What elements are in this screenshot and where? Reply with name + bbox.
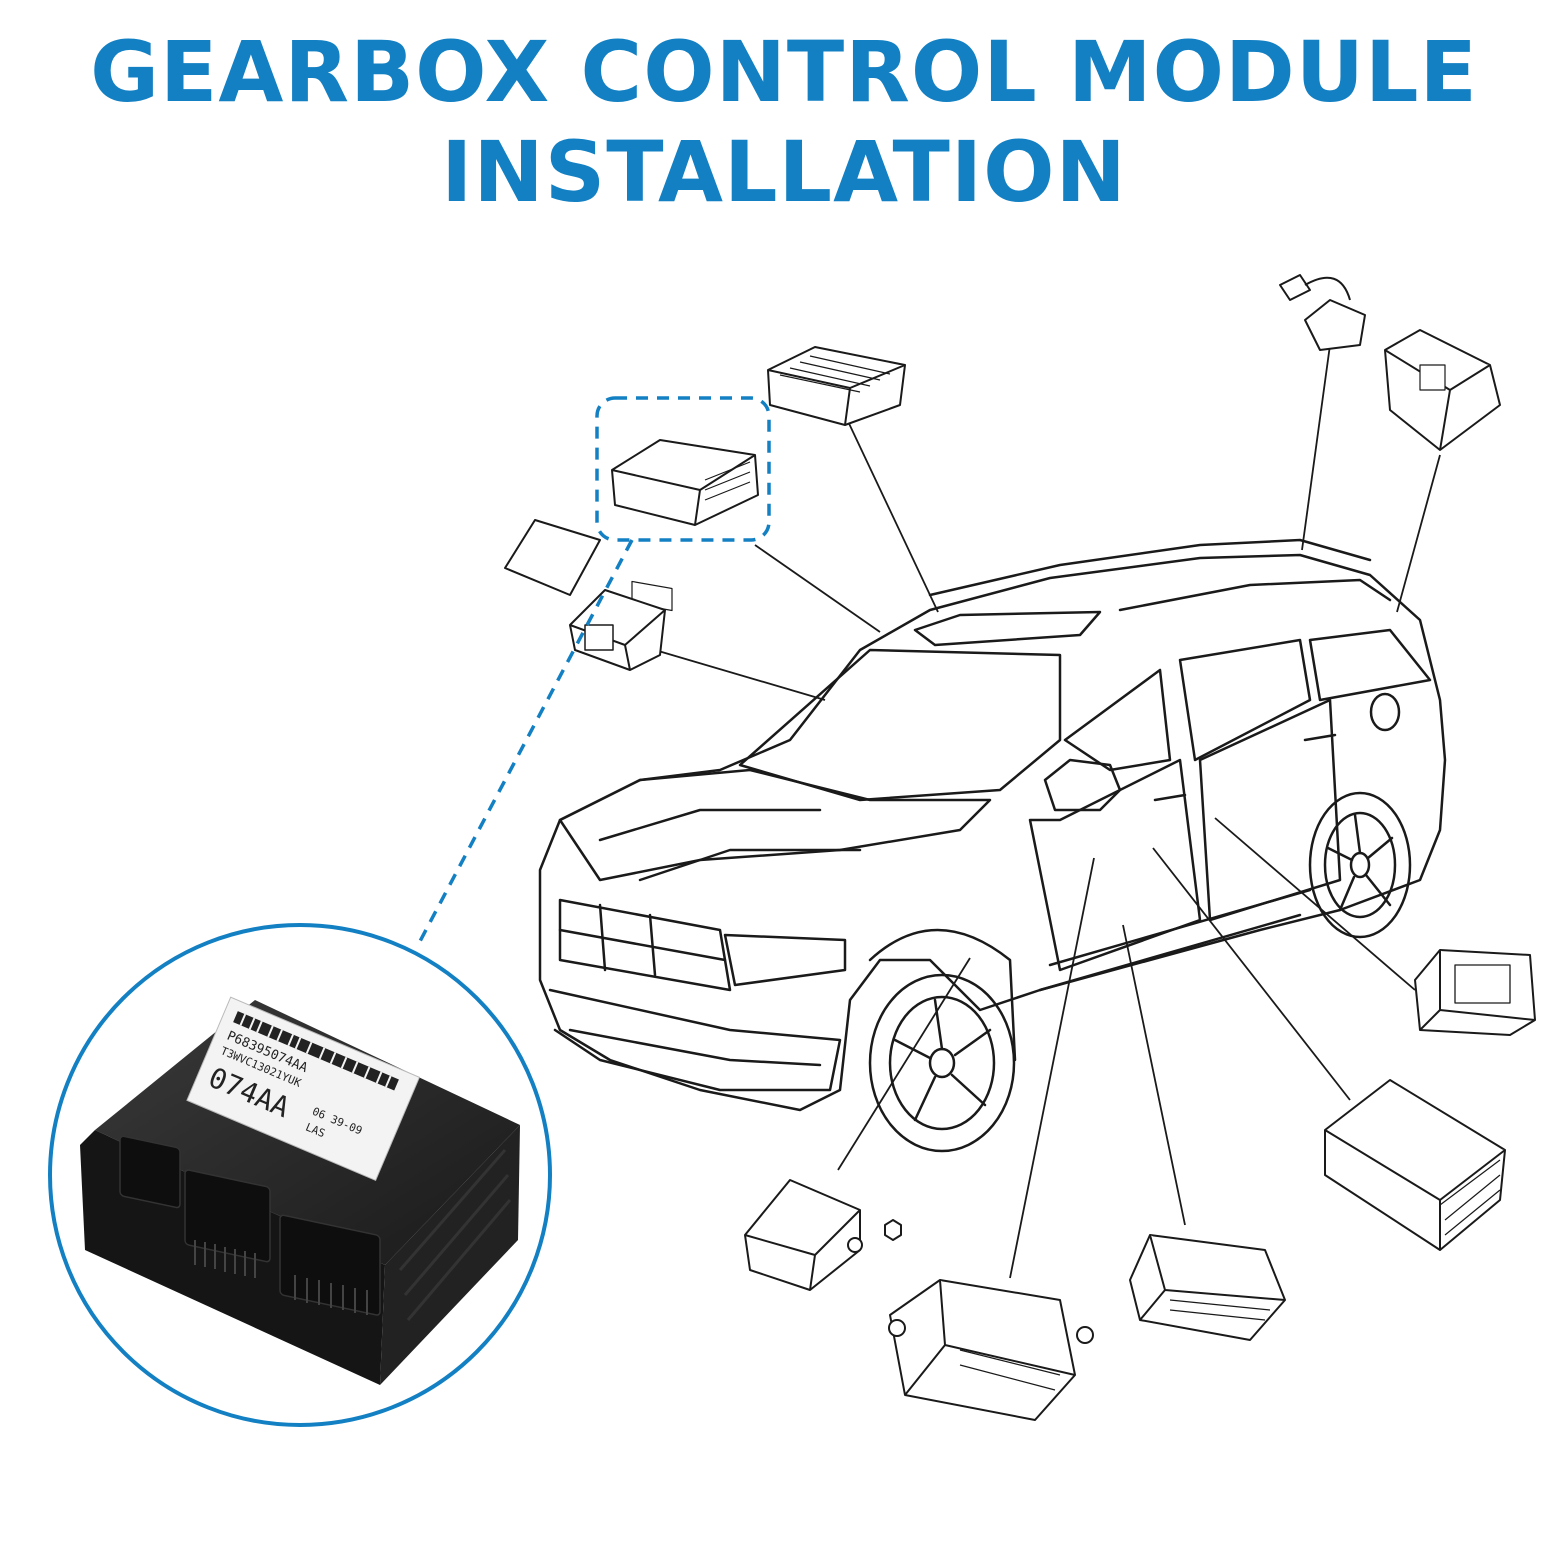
front-wheel: [868, 928, 1017, 1153]
rear-door: [1198, 698, 1342, 922]
component-lower-module: [1129, 1234, 1286, 1341]
rear-side-window: [1178, 638, 1312, 762]
component-top-right-module: [1384, 329, 1501, 451]
component-cover-plate: [504, 519, 601, 596]
vehicle-drawing: [538, 538, 1447, 1153]
hood: [558, 768, 992, 882]
front-side-window: [1063, 668, 1172, 772]
highlight-box: [595, 396, 771, 542]
component-gearbox-module: [611, 439, 759, 612]
hood-stripe: [598, 808, 862, 882]
quarter-window: [1308, 628, 1432, 702]
highlight-leader: [416, 539, 634, 946]
component-sensor-cable: [1279, 274, 1366, 351]
connector-small: [119, 1135, 181, 1209]
component-sensor-module: [744, 1179, 902, 1291]
side-mirror: [1043, 758, 1122, 812]
component-drawings: [504, 274, 1536, 1421]
connector-large-left: [184, 1169, 271, 1263]
door-handle-rear: [1303, 733, 1337, 742]
component-bottom-center-module: [888, 1279, 1094, 1421]
component-heatsink-module: [767, 346, 906, 426]
rear-wheel: [1308, 791, 1412, 939]
headlight: [723, 933, 847, 987]
front-grille: [558, 898, 732, 992]
module-right-face: [380, 1125, 520, 1385]
windshield: [738, 648, 1062, 802]
vehicle-body-outline: [538, 553, 1447, 1112]
magnified-module: P68395074AA T3WVC13021YUK 074AA 06 39-09…: [48, 923, 552, 1427]
component-small-module: [569, 589, 666, 671]
title-line-2: INSTALLATION: [441, 123, 1127, 221]
front-door: [1028, 758, 1202, 972]
sunroof: [913, 610, 1102, 647]
fuel-cap: [1369, 692, 1401, 732]
front-bumper: [548, 988, 842, 1092]
roof-rail-right: [1118, 578, 1392, 612]
page-title: GEARBOX CONTROL MODULE INSTALLATION: [0, 22, 1568, 222]
highlight-callout: [416, 396, 771, 946]
module-label: P68395074AA T3WVC13021YUK 074AA 06 39-09…: [186, 996, 421, 1182]
component-body-control-module: [1324, 1079, 1506, 1251]
door-handle-front: [1153, 793, 1187, 802]
component-right-module: [1414, 949, 1536, 1036]
leader-lines: [654, 344, 1441, 1279]
roof-rail-left: [928, 538, 1372, 597]
title-line-1: GEARBOX CONTROL MODULE: [90, 23, 1478, 121]
